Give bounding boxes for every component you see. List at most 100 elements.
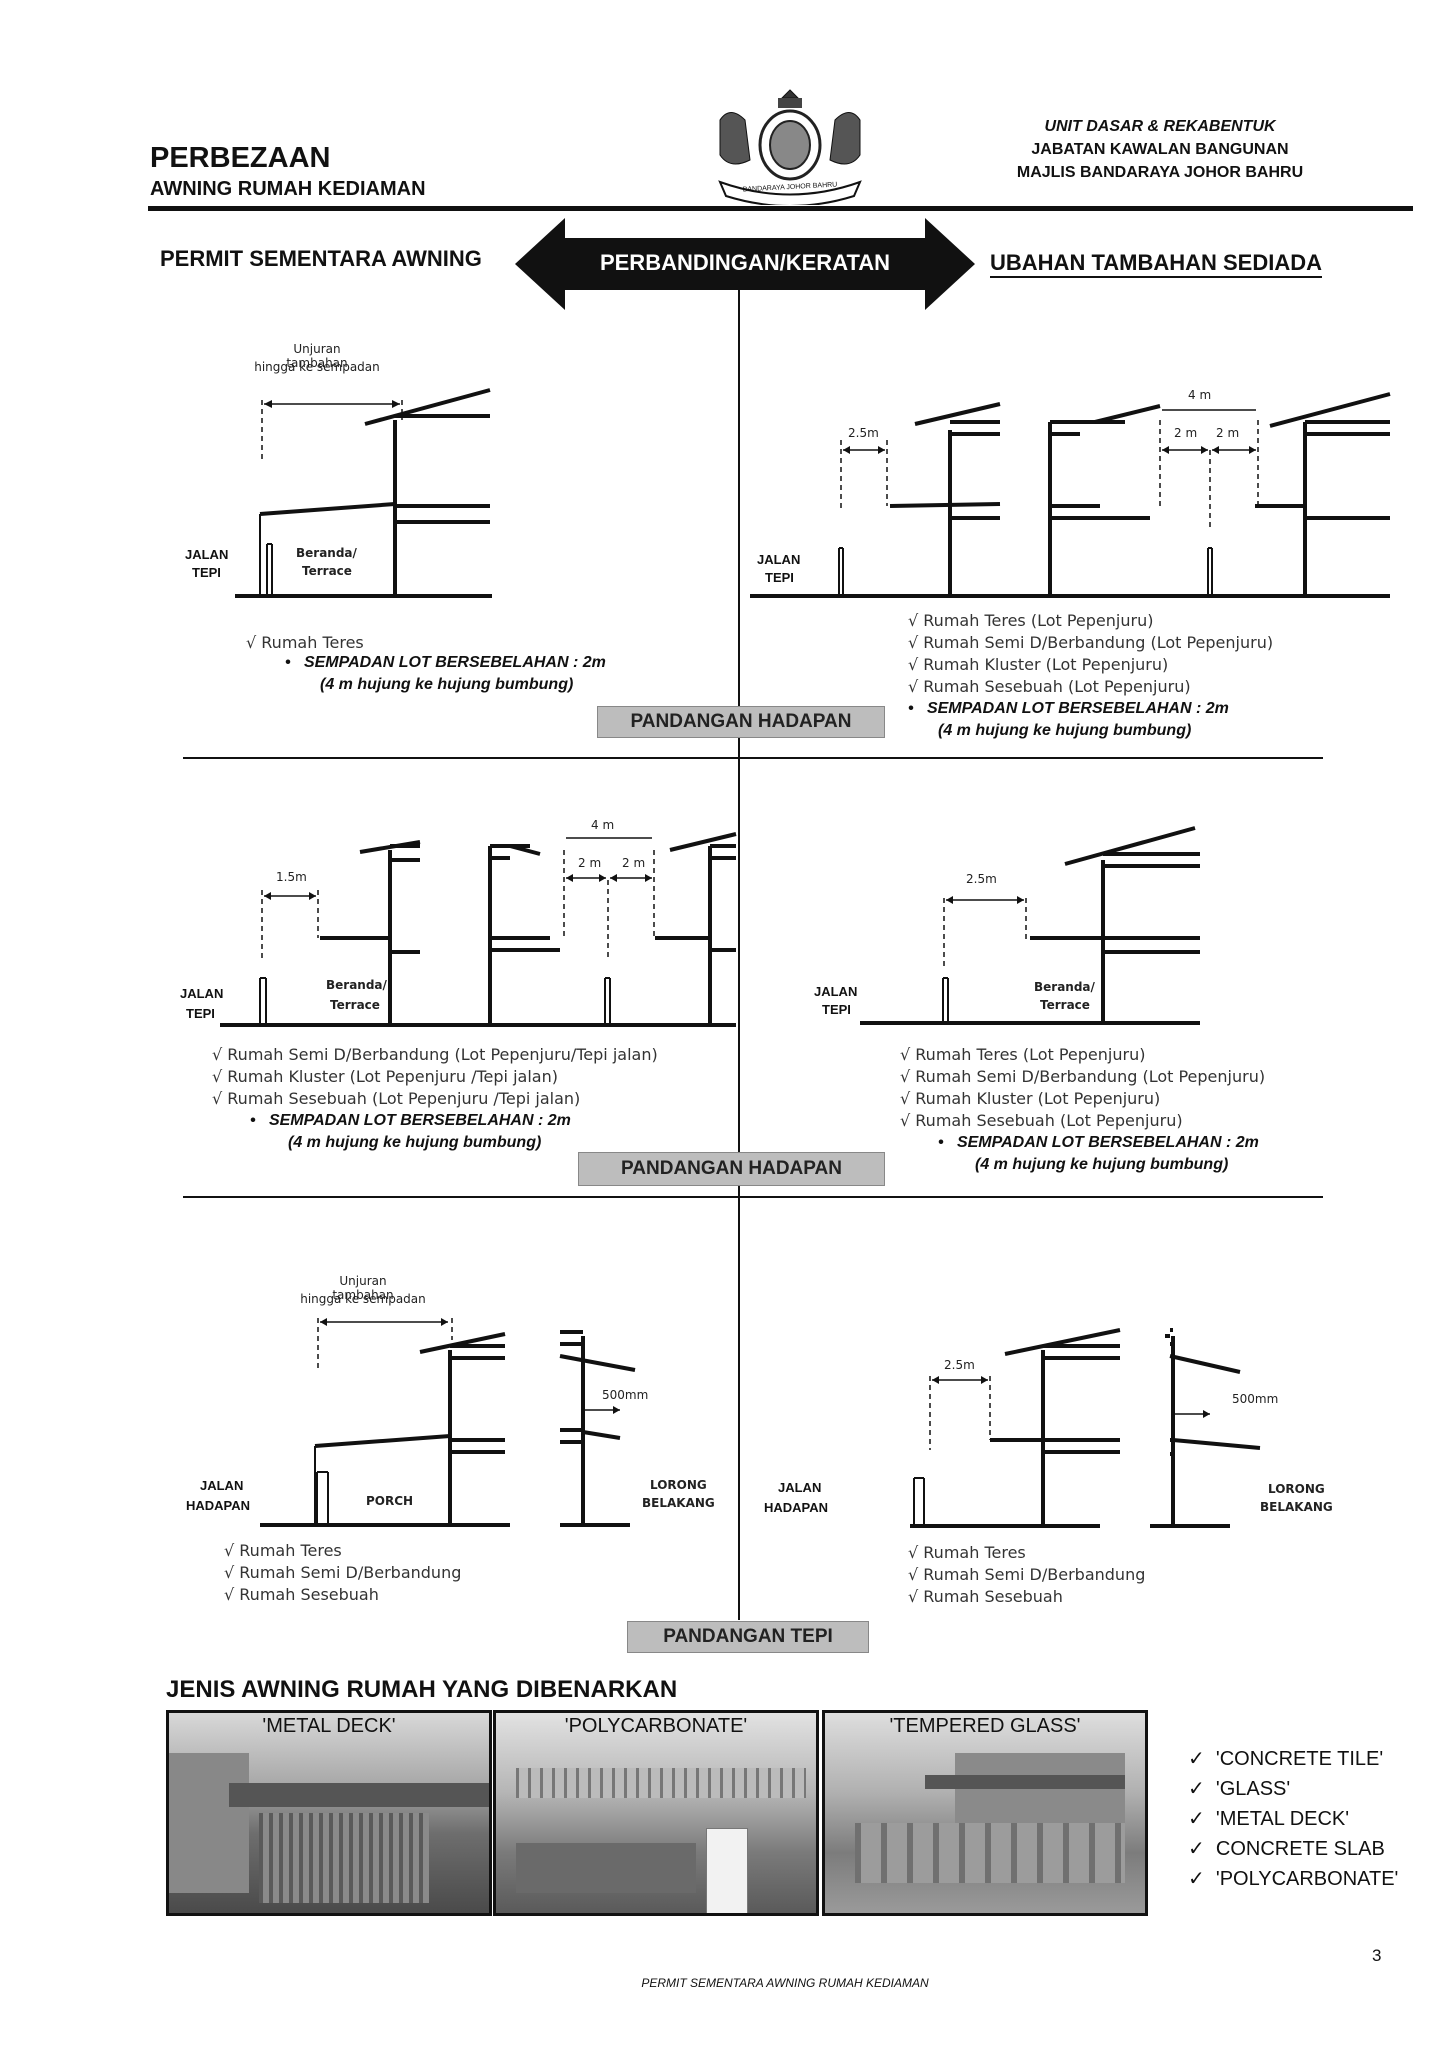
s1-left-list: √ Rumah Teres <box>246 632 364 654</box>
comparison-arrow <box>515 218 975 310</box>
checklist-item: ✓ 'POLYCARBONATE' <box>1188 1868 1399 1890</box>
photo-fence <box>516 1843 696 1893</box>
check-icon: ✓ <box>1188 1838 1216 1860</box>
photo-wall <box>855 1823 1125 1883</box>
center-column-heading: PERBANDINGAN/KERATAN <box>599 250 891 275</box>
s1-right-list: √ Rumah Teres (Lot Pepenjuru) √ Rumah Se… <box>908 610 1273 698</box>
label-beranda-1: Beranda/ <box>296 546 357 560</box>
awning-checklist: ✓ 'CONCRETE TILE' ✓ 'GLASS' ✓ 'METAL DEC… <box>1188 1744 1398 1894</box>
council-name: MAJLIS BANDARAYA JOHOR BAHRU <box>1016 164 1304 181</box>
page-subtitle: AWNING RUMAH KEDIAMAN <box>150 178 426 200</box>
dim-4m-s2: 4 m <box>591 818 615 832</box>
s2-left-list: √ Rumah Semi D/Berbandung (Lot Pepenjuru… <box>212 1044 658 1110</box>
s2-right-note-2: (4 m hujung ke hujung bumbung) <box>975 1156 1229 1173</box>
s2-left-note-2: (4 m hujung ke hujung bumbung) <box>288 1134 542 1151</box>
section-divider-1 <box>183 757 1323 759</box>
list-item: √ Rumah Kluster (Lot Pepenjuru /Tepi jal… <box>212 1067 558 1086</box>
photo-awning-roof <box>925 1775 1125 1789</box>
label-unjuran-1: Unjuran tambahan <box>286 342 348 370</box>
check-icon: ✓ <box>1188 1808 1216 1830</box>
photo-awning-roof <box>516 1768 806 1798</box>
left-column-heading: PERMIT SEMENTARA AWNING <box>160 246 482 271</box>
label-tepi-2: TEPI <box>765 570 794 585</box>
label-lorong-6: LORONG <box>1268 1482 1325 1496</box>
diagram-side-view-left <box>260 1318 636 1527</box>
list-item: √ Rumah Kluster (Lot Pepenjuru) <box>908 655 1169 674</box>
s3-left-list: √ Rumah Teres √ Rumah Semi D/Berbandung … <box>224 1540 461 1606</box>
label-tepi-1: TEPI <box>192 565 221 580</box>
list-item: √ Rumah Teres (Lot Pepenjuru) <box>900 1045 1146 1064</box>
banner-pandangan-hadapan-2: PANDANGAN HADAPAN <box>578 1152 885 1186</box>
list-item: √ Rumah Sesebuah (Lot Pepenjuru /Tepi ja… <box>212 1089 581 1108</box>
council-seal <box>718 89 862 205</box>
photo-awning-roof <box>229 1783 489 1807</box>
checklist-item: ✓ 'METAL DECK' <box>1188 1808 1350 1830</box>
photo-building <box>169 1753 249 1893</box>
label-jalan-5: JALAN <box>200 1478 244 1493</box>
list-item: √ Rumah Teres <box>224 1541 342 1560</box>
checklist-item: ✓ CONCRETE SLAB <box>1188 1838 1385 1860</box>
dim-2m-b-s2: 2 m <box>622 856 646 870</box>
banner-pandangan-tepi: PANDANGAN TEPI <box>627 1621 869 1653</box>
list-item: √ Rumah Semi D/Berbandung <box>908 1565 1146 1584</box>
diagram-semid-front-left <box>220 832 737 1027</box>
label-belakang-5: BELAKANG <box>642 1496 715 1510</box>
unit-name: UNIT DASAR & REKABENTUK <box>1044 118 1276 135</box>
page-number: 3 <box>1372 1946 1382 1965</box>
dim-4m-s1: 4 m <box>1188 388 1212 402</box>
header-rule <box>148 206 1413 211</box>
right-column-heading: UBAHAN TAMBAHAN SEDIADA <box>990 250 1323 278</box>
department-name: JABATAN KAWALAN BANGUNAN <box>1031 141 1289 158</box>
list-item: √ Rumah Semi D/Berbandung <box>224 1563 462 1582</box>
check-icon: ✓ <box>1188 1778 1216 1800</box>
s2-right-note-1: • SEMPADAN LOT BERSEBELAHAN : 2m <box>938 1134 1259 1151</box>
photo-label-tempered-glass: 'TEMPERED GLASS' <box>889 1715 1081 1737</box>
photo-pillar <box>706 1828 748 1913</box>
list-item: √ Rumah Semi D/Berbandung (Lot Pepenjuru… <box>212 1045 658 1064</box>
s1-right-note-1: • SEMPADAN LOT BERSEBELAHAN : 2m <box>908 700 1229 717</box>
list-item: √ Rumah Teres (Lot Pepenjuru) <box>908 611 1154 630</box>
label-hadapan-5: HADAPAN <box>186 1498 251 1513</box>
s1-left-note-1: • SEMPADAN LOT BERSEBELAHAN : 2m <box>285 654 606 671</box>
dim-500-left: 500mm <box>602 1388 649 1402</box>
dim-15m-s2: 1.5m <box>276 870 307 884</box>
dim-25m-s2: 2.5m <box>966 872 997 886</box>
page-title: PERBEZAAN <box>150 142 331 174</box>
label-jalan-4: JALAN <box>814 984 858 999</box>
s2-right-list: √ Rumah Teres (Lot Pepenjuru) √ Rumah Se… <box>900 1044 1265 1132</box>
photo-gate <box>259 1813 429 1903</box>
dim-500-right: 500mm <box>1232 1392 1279 1406</box>
list-item: √ Rumah Kluster (Lot Pepenjuru) <box>900 1089 1161 1108</box>
diagram-terrace-front-right <box>750 392 1391 598</box>
column-divider <box>738 290 740 1620</box>
checklist-item: ✓ 'CONCRETE TILE' <box>1188 1748 1384 1770</box>
label-unjuran-4: hingga ke sempadan <box>300 1292 426 1306</box>
label-tepi-4: TEPI <box>822 1002 851 1017</box>
label-jalan-3: JALAN <box>180 986 224 1001</box>
label-porch: PORCH <box>366 1494 414 1508</box>
list-item: √ Rumah Sesebuah (Lot Pepenjuru) <box>908 677 1191 696</box>
label-belakang-6: BELAKANG <box>1260 1500 1333 1514</box>
diagram-teres-front-right <box>860 826 1200 1025</box>
check-icon: ✓ <box>1188 1868 1216 1890</box>
s1-left-note-2: (4 m hujung ke hujung bumbung) <box>320 676 574 693</box>
label-terrace-4: Terrace <box>1040 998 1090 1012</box>
photo-metal-deck: 'METAL DECK' <box>166 1710 492 1916</box>
dim-2m-a-s1: 2 m <box>1174 426 1198 440</box>
list-item: √ Rumah Teres <box>246 633 364 652</box>
list-item: √ Rumah Semi D/Berbandung (Lot Pepenjuru… <box>908 633 1274 652</box>
dim-25m-s1: 2.5m <box>848 426 879 440</box>
list-item: √ Rumah Sesebuah (Lot Pepenjuru) <box>900 1111 1183 1130</box>
photo-label-metal-deck: 'METAL DECK' <box>262 1715 396 1737</box>
label-beranda-3: Beranda/ <box>326 978 387 992</box>
dim-2m-a-s2: 2 m <box>578 856 602 870</box>
label-jalan-1: JALAN <box>185 547 229 562</box>
banner-pandangan-hadapan-1: PANDANGAN HADAPAN <box>597 706 885 738</box>
check-icon: ✓ <box>1188 1748 1216 1770</box>
section-divider-2 <box>183 1196 1323 1198</box>
s1-right-note-2: (4 m hujung ke hujung bumbung) <box>938 722 1192 739</box>
label-jalan-6: JALAN <box>778 1480 822 1495</box>
label-lorong-5: LORONG <box>650 1478 707 1492</box>
list-item: √ Rumah Sesebuah <box>908 1587 1063 1606</box>
list-item: √ Rumah Semi D/Berbandung (Lot Pepenjuru… <box>900 1067 1266 1086</box>
